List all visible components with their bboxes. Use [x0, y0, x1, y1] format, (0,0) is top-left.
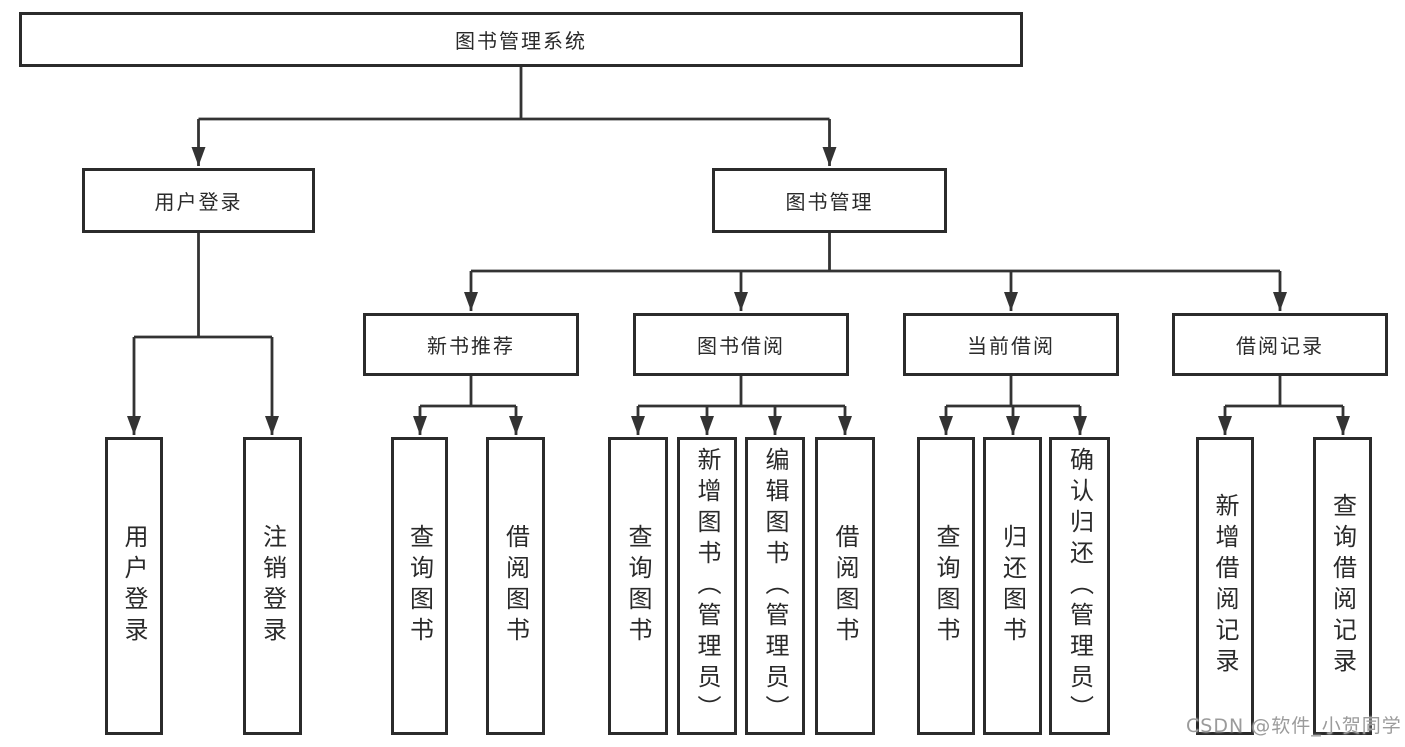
leaf-user-login: 用户登录 [105, 437, 163, 735]
node-user-login-branch-label: 用户登录 [154, 190, 243, 214]
node-new-book-recommendation: 新书推荐 [363, 313, 579, 376]
leaf-bb-add-books-admin: 新增图书（管理员） [677, 437, 737, 735]
node-book-borrowing-label: 图书借阅 [697, 334, 785, 358]
csdn-watermark: CSDN @软件_小贺同学 [1186, 715, 1402, 737]
node-library-management-system: 图书管理系统 [19, 12, 1023, 67]
connector-group [127, 67, 1350, 435]
node-current-borrowing-label: 当前借阅 [967, 334, 1055, 358]
leaf-cb-query-books-label: 查询图书 [932, 524, 960, 648]
leaf-nbr-borrow-books-label: 借阅图书 [501, 524, 530, 648]
leaf-br-query-record: 查询借阅记录 [1313, 437, 1372, 735]
leaf-bb-query-books: 查询图书 [608, 437, 668, 735]
leaf-cb-return-books: 归还图书 [983, 437, 1042, 735]
leaf-bb-query-books-label: 查询图书 [624, 524, 652, 648]
node-book-management-branch-label: 图书管理 [785, 190, 874, 214]
leaf-cb-return-books-label: 归还图书 [998, 524, 1027, 648]
leaf-logout: 注销登录 [243, 437, 302, 735]
node-borrowing-records: 借阅记录 [1172, 313, 1388, 376]
leaf-bb-borrow-books-label: 借阅图书 [831, 524, 859, 648]
leaf-bb-edit-books-admin: 编辑图书（管理员） [745, 437, 805, 735]
leaf-bb-edit-books-admin-label: 编辑图书（管理员） [761, 446, 789, 726]
leaf-nbr-query-books: 查询图书 [391, 437, 448, 735]
leaf-br-add-record: 新增借阅记录 [1196, 437, 1254, 735]
node-user-login-branch: 用户登录 [82, 168, 315, 233]
leaf-user-login-label: 用户登录 [120, 524, 148, 648]
node-new-book-recommendation-label: 新书推荐 [427, 334, 515, 358]
node-borrowing-records-label: 借阅记录 [1236, 334, 1324, 358]
leaf-br-add-record-label: 新增借阅记录 [1211, 493, 1239, 679]
node-book-borrowing: 图书借阅 [633, 313, 849, 376]
node-current-borrowing: 当前借阅 [903, 313, 1119, 376]
leaf-cb-confirm-return-admin: 确认归还（管理员） [1049, 437, 1110, 735]
leaf-br-query-record-label: 查询借阅记录 [1328, 493, 1357, 679]
leaf-nbr-borrow-books: 借阅图书 [486, 437, 545, 735]
node-library-management-system-label: 图书管理系统 [455, 29, 587, 53]
node-book-management-branch: 图书管理 [712, 168, 947, 233]
leaf-bb-add-books-admin-label: 新增图书（管理员） [693, 446, 721, 726]
leaf-cb-confirm-return-admin-label: 确认归还（管理员） [1065, 446, 1094, 726]
leaf-bb-borrow-books: 借阅图书 [815, 437, 875, 735]
leaf-nbr-query-books-label: 查询图书 [405, 524, 434, 648]
leaf-cb-query-books: 查询图书 [917, 437, 975, 735]
leaf-logout-label: 注销登录 [258, 524, 287, 648]
